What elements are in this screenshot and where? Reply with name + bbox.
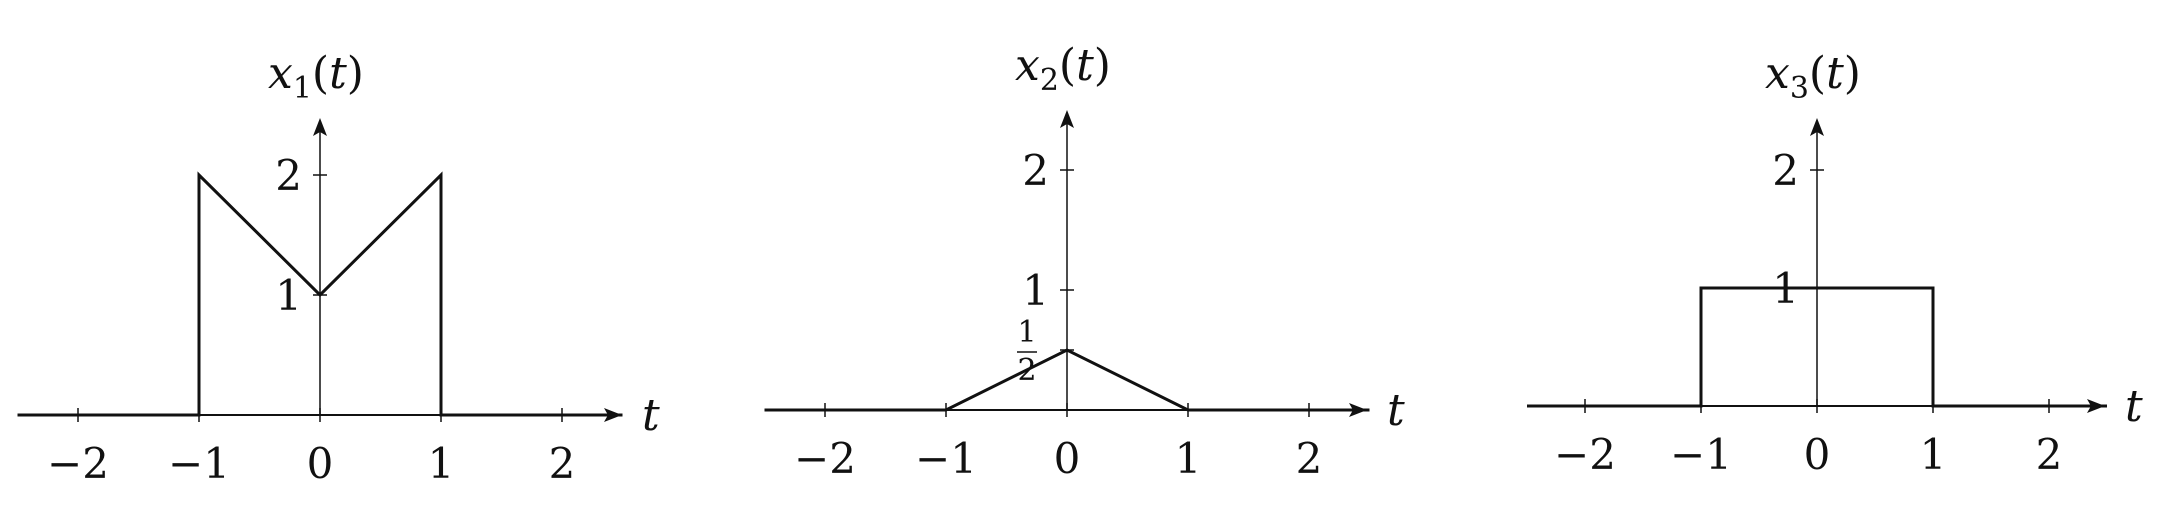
x-tick-label: −1 [1670,430,1732,479]
x-tick-label: −2 [1554,430,1616,479]
y-tick-label: 2 [1022,146,1049,195]
y-tick-label-numerator: 1 [1017,315,1036,350]
y-axis-label: x1(t) [268,48,364,106]
x-tick-label: 2 [2036,430,2063,479]
x-tick-label: −1 [915,434,977,483]
x-tick-label: −2 [47,439,109,488]
x-tick-label: −1 [168,439,230,488]
y-axis-label: x3(t) [1765,48,1861,106]
y-axis-arrow [1810,118,1824,136]
y-tick-label: 1 [1022,266,1049,315]
x-tick-label: 0 [1804,430,1831,479]
x-tick-label: 2 [549,439,576,488]
y-tick-label: 2 [1772,146,1799,195]
x-axis-label: t [1387,385,1405,436]
x-axis-label: t [2125,381,2143,432]
x-tick-label: 2 [1296,434,1323,483]
signal-line [764,348,1370,412]
x-tick-label: −2 [794,434,856,483]
x-tick-label: 1 [428,439,455,488]
x-tick-label: 1 [1175,434,1202,483]
signal-line [1527,286,2107,408]
y-tick-label: 1 [275,271,302,320]
x-tick-label: 0 [307,439,334,488]
plot-x1: −2 −1 0 1 2 1 2 x1(t) t [17,48,660,488]
y-axis-arrow [1060,110,1074,128]
x-tick-label: 1 [1920,430,1947,479]
y-axis-arrow [313,118,327,136]
x-tick-label: 0 [1054,434,1081,483]
y-tick-label: 2 [275,151,302,200]
x-axis-label: t [642,390,660,441]
signal-line [17,171,623,417]
y-axis-label: x2(t) [1015,40,1111,98]
